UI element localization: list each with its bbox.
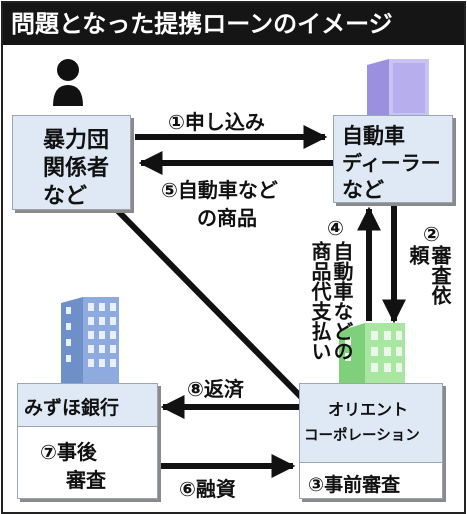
- bank-building-icon: [61, 297, 119, 383]
- dealer-label-line2: ディーラー: [342, 151, 441, 175]
- step6-label: ⑥融資: [179, 477, 236, 501]
- orient-header: [300, 384, 442, 463]
- line-gang-to-orient: [115, 208, 310, 406]
- post-review-line2: 審査: [66, 468, 106, 492]
- gang-box: 暴力団 関係者 など: [12, 115, 131, 210]
- orient-label-line2: コーポレーション: [304, 428, 420, 444]
- bank-label: みずほ銀行: [24, 397, 120, 419]
- diagram-title: 問題となった提携ローンのイメージ: [3, 3, 464, 45]
- dealer-box: 自動車 ディーラー など: [333, 115, 453, 203]
- dealer-label-line3: など: [342, 178, 384, 202]
- step4-text: 自動車などの商品代支払い: [308, 241, 354, 361]
- orient-box: オリエント コーポレーション ③事前審査: [299, 383, 443, 499]
- bank-header: [18, 384, 157, 427]
- dealer-building-icon: [367, 59, 429, 116]
- diagram-canvas: [53, 59, 429, 478]
- gang-label-line3: など: [43, 184, 88, 209]
- step5-label-line2: の商品: [197, 206, 257, 230]
- step4-number: ④: [327, 216, 344, 240]
- dealer-label-line1: 自動車: [342, 124, 405, 148]
- pre-screening-label: ③事前審査: [308, 474, 401, 496]
- step8-label: ⑧返済: [187, 377, 244, 401]
- person-icon: [53, 59, 83, 106]
- step2-text: 審査依頼: [406, 245, 452, 305]
- step1-label: ①申し込み: [168, 110, 265, 134]
- orient-label-line1: オリエント: [328, 400, 409, 419]
- bank-box: みずほ銀行 ⑦事後 審査: [17, 383, 158, 499]
- orient-building-icon: [339, 323, 405, 385]
- gang-label-line1: 暴力団: [43, 128, 110, 153]
- gang-label-line2: 関係者: [43, 156, 110, 181]
- step5-label-line1: ⑤自動車など: [161, 178, 278, 202]
- step2-number: ②: [423, 222, 440, 246]
- post-review-line1: ⑦事後: [40, 440, 97, 464]
